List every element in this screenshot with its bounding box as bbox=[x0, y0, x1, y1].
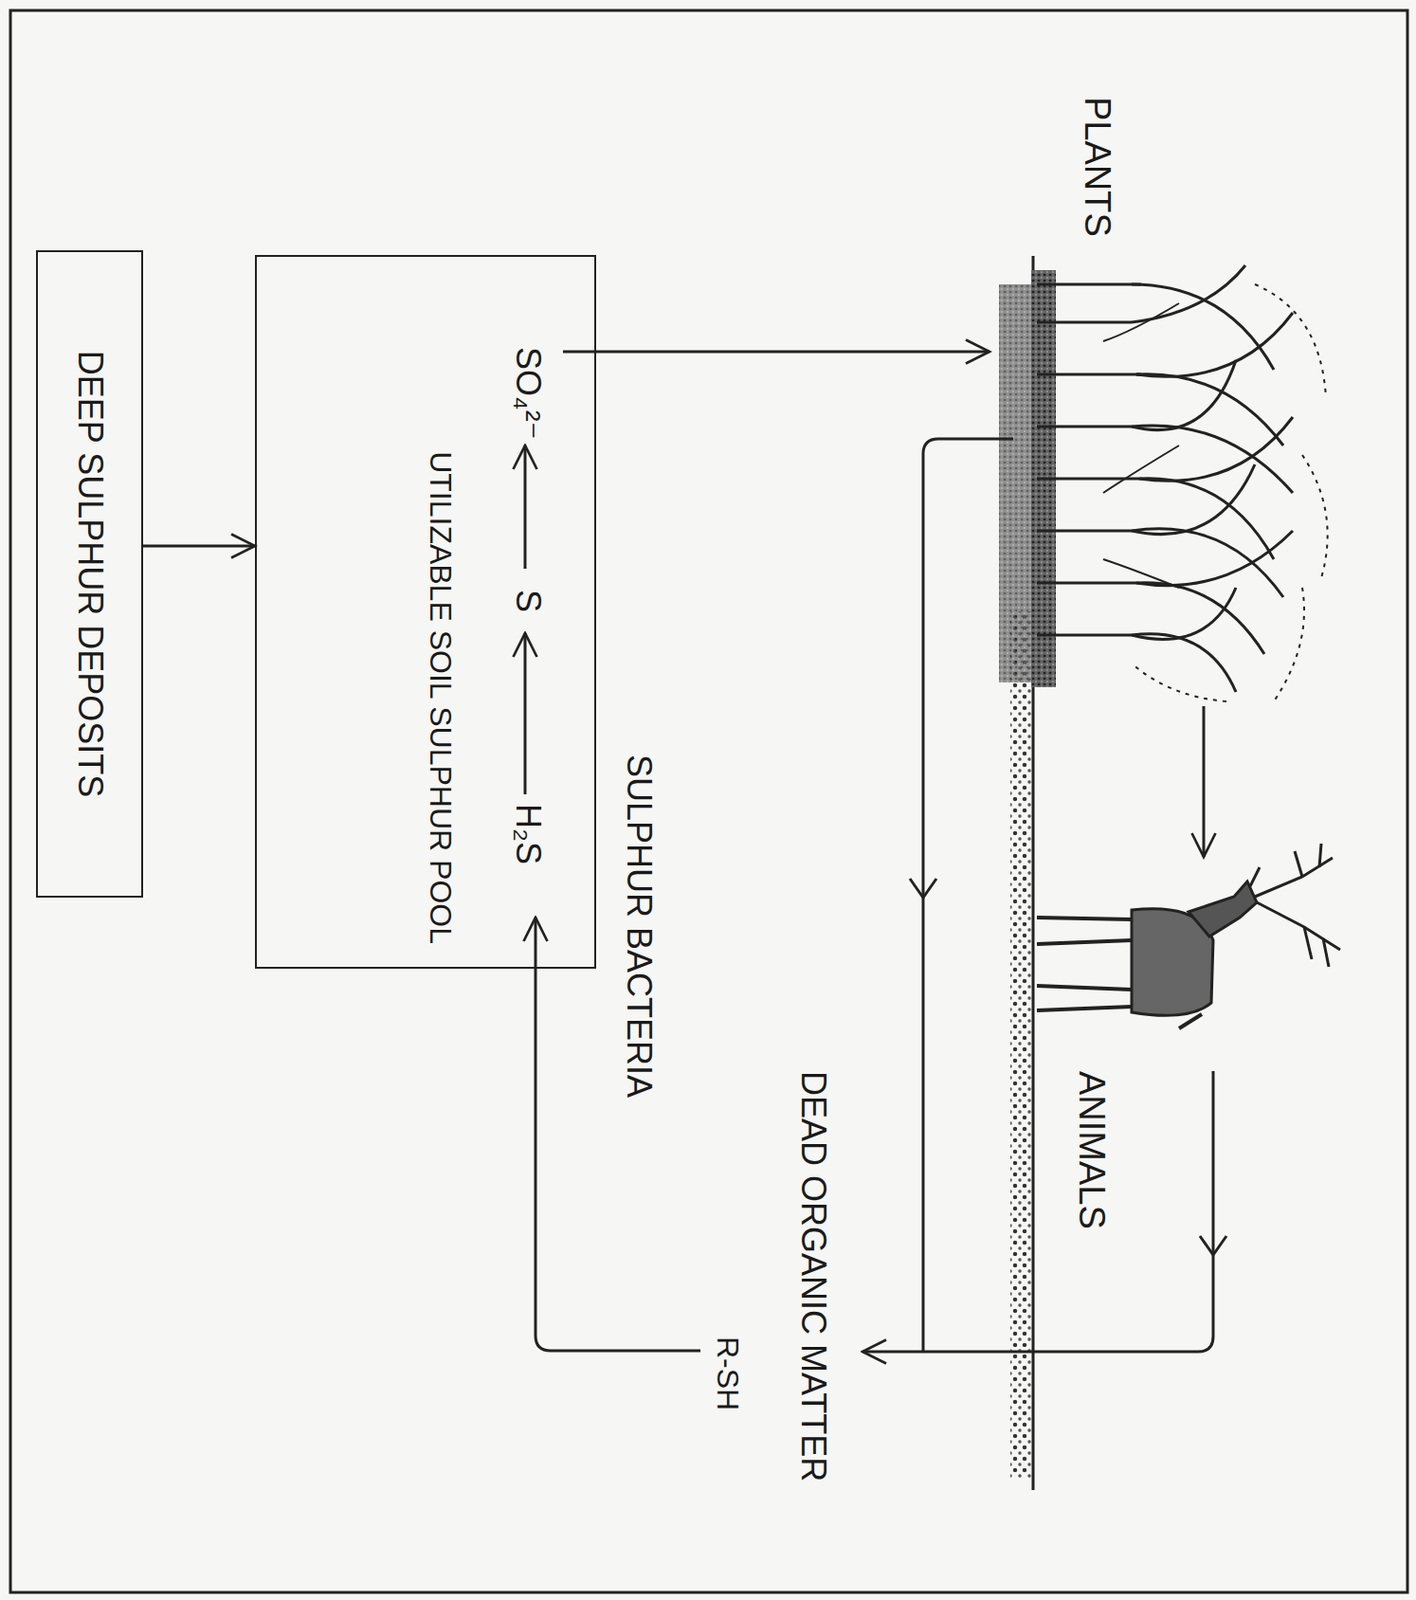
organism-label: PLANTS bbox=[1074, 96, 1119, 237]
chemical-formula: R-SH bbox=[709, 1336, 746, 1411]
chemical-formula: H₂S bbox=[508, 803, 549, 865]
frame bbox=[10, 10, 1408, 1593]
cycle-arrows bbox=[525, 351, 1227, 1352]
chemical-formula: S bbox=[508, 589, 549, 613]
ground-texture bbox=[1010, 611, 1032, 1479]
deposit-box: DEEP SULPHUR DEPOSITS bbox=[36, 250, 144, 898]
chemical-formula: SO₄²⁻ bbox=[508, 346, 549, 440]
node-text: UTILIZABLE SOIL SULPHUR POOL bbox=[418, 451, 460, 944]
process-label: SULPHUR BACTERIA bbox=[618, 754, 660, 1098]
deer-illustration bbox=[1036, 843, 1341, 1029]
plants-illustration bbox=[998, 265, 1328, 702]
flow-arrow bbox=[143, 544, 255, 548]
organism-label: ANIMALS bbox=[1069, 1071, 1113, 1230]
node-text: DEEP SULPHUR DEPOSITS bbox=[66, 350, 113, 798]
organism-label: DEAD ORGANIC MATTER bbox=[793, 1071, 835, 1482]
